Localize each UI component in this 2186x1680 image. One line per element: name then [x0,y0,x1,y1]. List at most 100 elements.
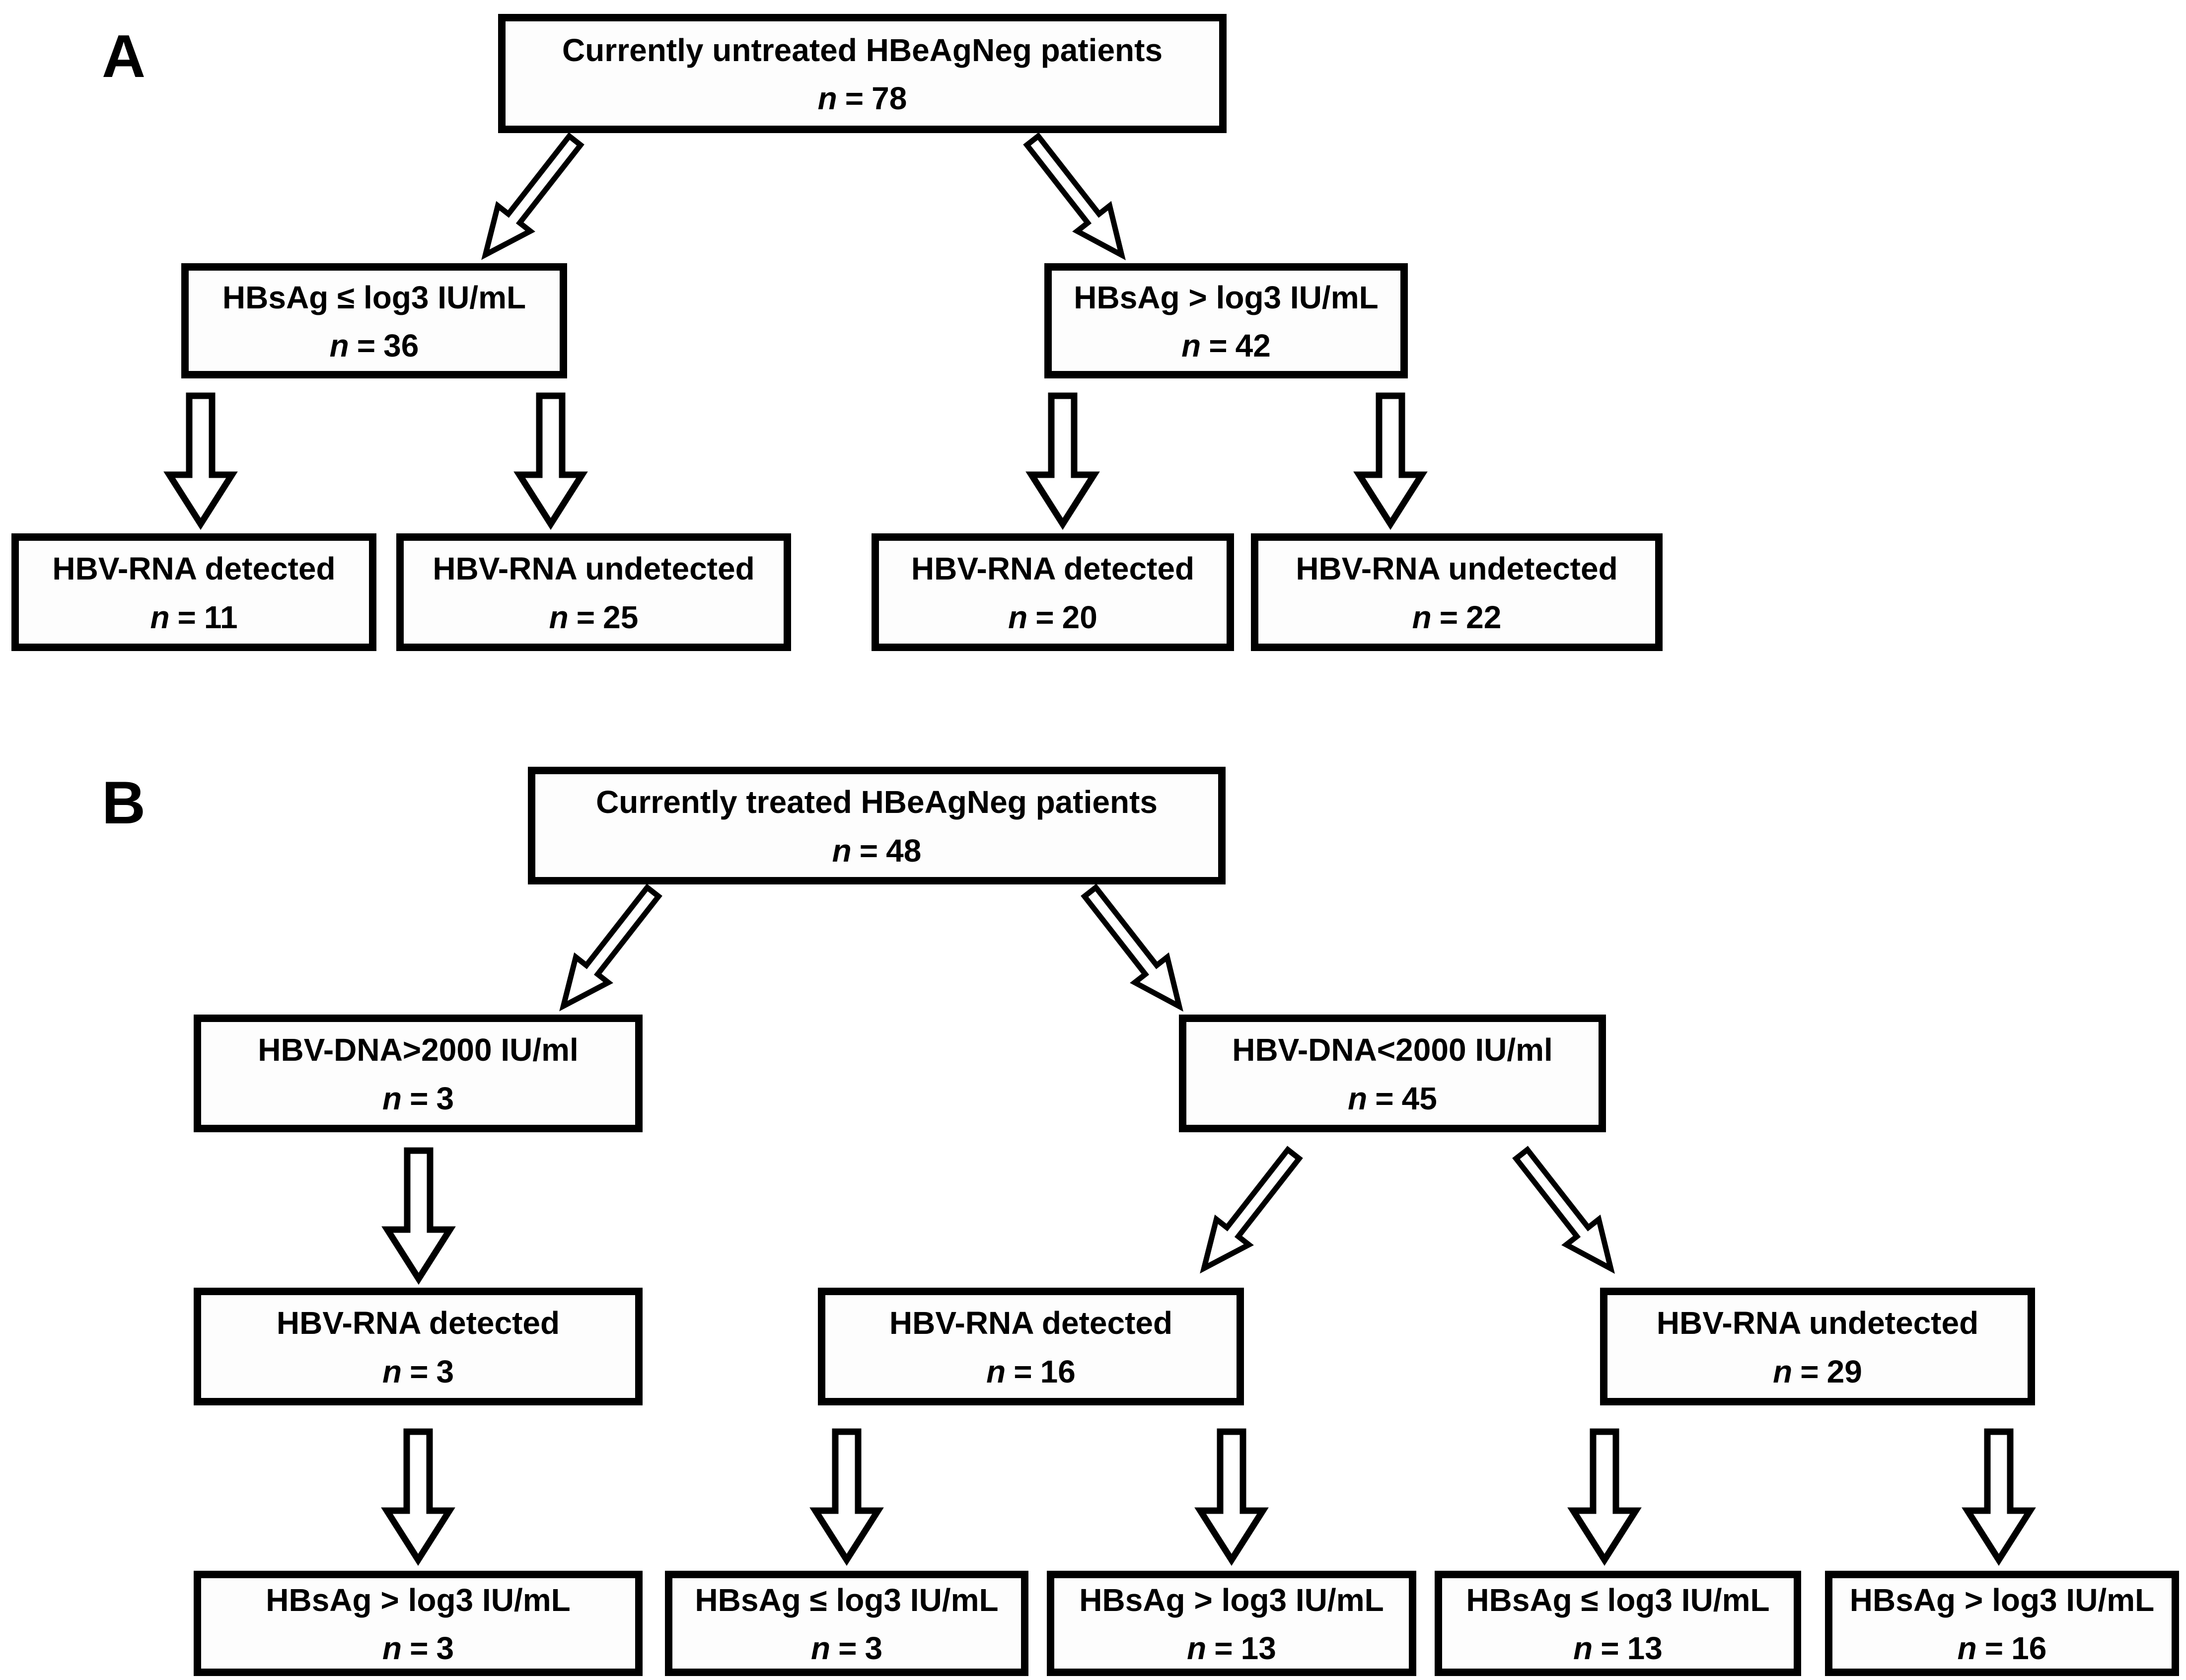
panel-a-label: A [102,22,146,90]
box-title: HBV-RNA detected [52,551,336,587]
box-title: HBsAg ≤ log3 IU/mL [695,1582,999,1618]
box-n: n=3 [811,1632,882,1664]
down-right-arrow-icon [1512,1146,1615,1274]
equals: = [410,1630,429,1667]
box-b-leaf-5: HBsAg > log3 IU/mL n=16 [1825,1571,2179,1676]
equals: = [1984,1630,2004,1667]
equals: = [410,1353,429,1389]
box-title: HBsAg ≤ log3 IU/mL [222,279,526,315]
equals: = [1601,1630,1619,1667]
down-arrow-icon [1025,392,1100,530]
box-a-root: Currently untreated HBeAgNeg patients n=… [498,14,1227,133]
down-arrow-icon [1567,1428,1642,1566]
box-title: Currently treated HBeAgNeg patients [596,784,1158,820]
box-a-rna-undetected-low: HBV-RNA undetected n=25 [396,533,791,651]
n-symbol: n [986,1353,1006,1389]
equals: = [1439,599,1458,635]
box-n: n=16 [986,1356,1076,1388]
box-title: HBsAg > log3 IU/mL [1074,279,1379,315]
equals: = [357,328,376,364]
n-symbol: n [1181,328,1201,364]
n-value: 36 [383,328,419,364]
equals: = [1214,1630,1233,1667]
box-n: n=3 [382,1632,454,1664]
n-value: 29 [1826,1353,1862,1389]
n-value: 22 [1466,599,1502,635]
down-left-arrow-icon [481,132,584,260]
n-value: 42 [1235,328,1271,364]
box-b-dna-low: HBV-DNA<2000 IU/ml n=45 [1179,1015,1606,1132]
box-title: HBV-DNA>2000 IU/ml [258,1032,579,1068]
equals: = [1014,1353,1032,1389]
n-value: 3 [436,1353,454,1389]
box-n: n=25 [549,601,639,633]
n-symbol: n [1773,1353,1793,1389]
down-arrow-icon [1194,1428,1269,1566]
n-symbol: n [150,599,170,635]
n-symbol: n [817,80,837,117]
box-title: HBsAg ≤ log3 IU/mL [1466,1582,1770,1618]
n-symbol: n [382,1353,402,1389]
box-b-leaf-1: HBsAg > log3 IU/mL n=3 [194,1571,643,1676]
equals: = [1375,1080,1394,1116]
box-n: n=13 [1573,1632,1663,1664]
box-n: n=45 [1348,1083,1437,1114]
down-arrow-icon [1353,392,1428,530]
box-n: n=48 [832,835,922,867]
box-title: HBsAg > log3 IU/mL [266,1582,571,1618]
box-a-rna-detected-high: HBV-RNA detected n=20 [872,533,1234,651]
box-n: n=20 [1008,601,1097,633]
box-title: HBV-RNA detected [276,1305,560,1341]
box-a-rna-undetected-high: HBV-RNA undetected n=22 [1251,533,1663,651]
box-title: HBV-RNA undetected [1656,1305,1979,1341]
n-value: 11 [204,599,238,635]
n-value: 45 [1401,1080,1437,1116]
box-title: HBV-RNA detected [911,551,1195,587]
n-symbol: n [1187,1630,1207,1667]
box-b-leaf-4: HBsAg ≤ log3 IU/mL n=13 [1435,1571,1801,1676]
box-title: HBsAg > log3 IU/mL [1079,1582,1384,1618]
n-symbol: n [1957,1630,1977,1667]
box-n: n=36 [330,330,419,362]
box-n: n=16 [1958,1632,2047,1664]
n-symbol: n [1008,599,1028,635]
box-n: n=3 [382,1356,454,1388]
box-b-leaf-2: HBsAg ≤ log3 IU/mL n=3 [665,1571,1028,1676]
box-n: n=13 [1187,1632,1276,1664]
n-symbol: n [382,1630,402,1667]
down-arrow-icon [513,392,588,530]
n-value: 16 [1040,1353,1076,1389]
down-right-arrow-icon [1081,883,1183,1012]
n-value: 3 [436,1630,454,1667]
box-title: HBV-RNA undetected [433,551,755,587]
box-title: HBV-RNA undetected [1296,551,1618,587]
n-value: 20 [1062,599,1097,635]
down-arrow-icon [809,1428,884,1566]
down-right-arrow-icon [1023,132,1126,261]
equals: = [1035,599,1054,635]
box-a-hbsag-high: HBsAg > log3 IU/mL n=42 [1044,263,1408,378]
box-b-dna-high: HBV-DNA>2000 IU/ml n=3 [194,1015,643,1132]
box-n: n=22 [1412,601,1502,633]
box-b-rna-undetected-dnalow: HBV-RNA undetected n=29 [1600,1288,2035,1405]
box-b-leaf-3: HBsAg > log3 IU/mL n=13 [1047,1571,1416,1676]
n-value: 25 [603,599,639,635]
n-value: 13 [1240,1630,1276,1667]
n-value: 3 [865,1630,883,1667]
n-value: 78 [872,80,907,117]
panel-b-label: B [102,769,146,836]
box-b-root: Currently treated HBeAgNeg patients n=48 [528,767,1226,884]
box-title: HBV-RNA detected [889,1305,1173,1341]
equals: = [859,832,878,869]
n-value: 48 [886,832,922,869]
n-symbol: n [549,599,569,635]
box-b-rna-detected-dnalow: HBV-RNA detected n=16 [818,1288,1244,1405]
box-title: HBsAg > log3 IU/mL [1849,1582,2155,1618]
equals: = [838,1630,857,1667]
n-value: 16 [2011,1630,2047,1667]
equals: = [845,80,864,117]
down-arrow-icon [381,1147,456,1285]
down-arrow-icon [381,1428,455,1566]
box-n: n=3 [382,1083,454,1114]
